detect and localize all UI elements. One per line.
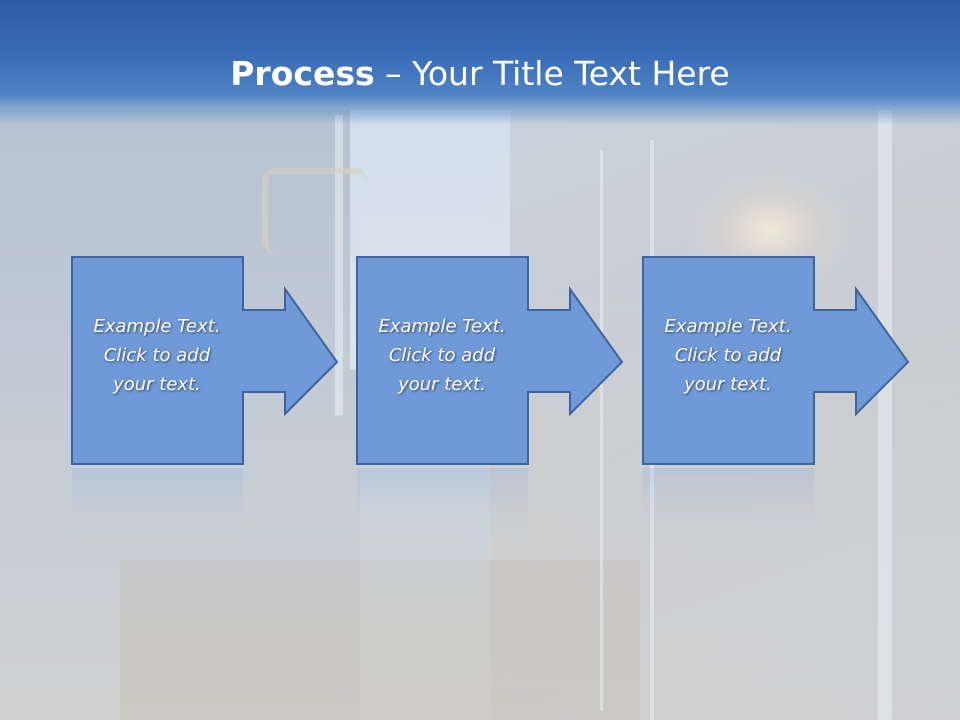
step-text[interactable]: Example Text. Click to add your text. xyxy=(378,316,506,395)
background-pillar xyxy=(600,150,603,710)
background-pillar xyxy=(878,110,892,720)
process-arrow-reflection xyxy=(643,468,814,548)
slide-title[interactable]: Process – Your Title Text Here xyxy=(0,52,960,96)
title-bar xyxy=(0,0,960,125)
background-pillar xyxy=(335,115,343,415)
background-pipe xyxy=(262,168,368,254)
step-text[interactable]: Example Text. Click to add your text. xyxy=(93,316,221,395)
title-bold-part: Process xyxy=(230,54,375,93)
background-ground xyxy=(120,560,640,720)
process-step-3[interactable]: Example Text. Click to add your text. xyxy=(642,256,960,548)
title-rest: – Your Title Text Here xyxy=(374,54,730,93)
process-step-2[interactable]: Example Text. Click to add your text. xyxy=(356,256,696,548)
process-arrow-shape xyxy=(642,256,910,465)
process-arrow-shape xyxy=(71,256,339,465)
process-step-1[interactable]: Example Text. Click to add your text. xyxy=(71,256,411,548)
process-arrow-shape xyxy=(356,256,624,465)
process-arrow-reflection xyxy=(357,468,528,548)
process-arrow-reflection xyxy=(72,468,243,548)
step-text[interactable]: Example Text. Click to add your text. xyxy=(664,316,792,395)
